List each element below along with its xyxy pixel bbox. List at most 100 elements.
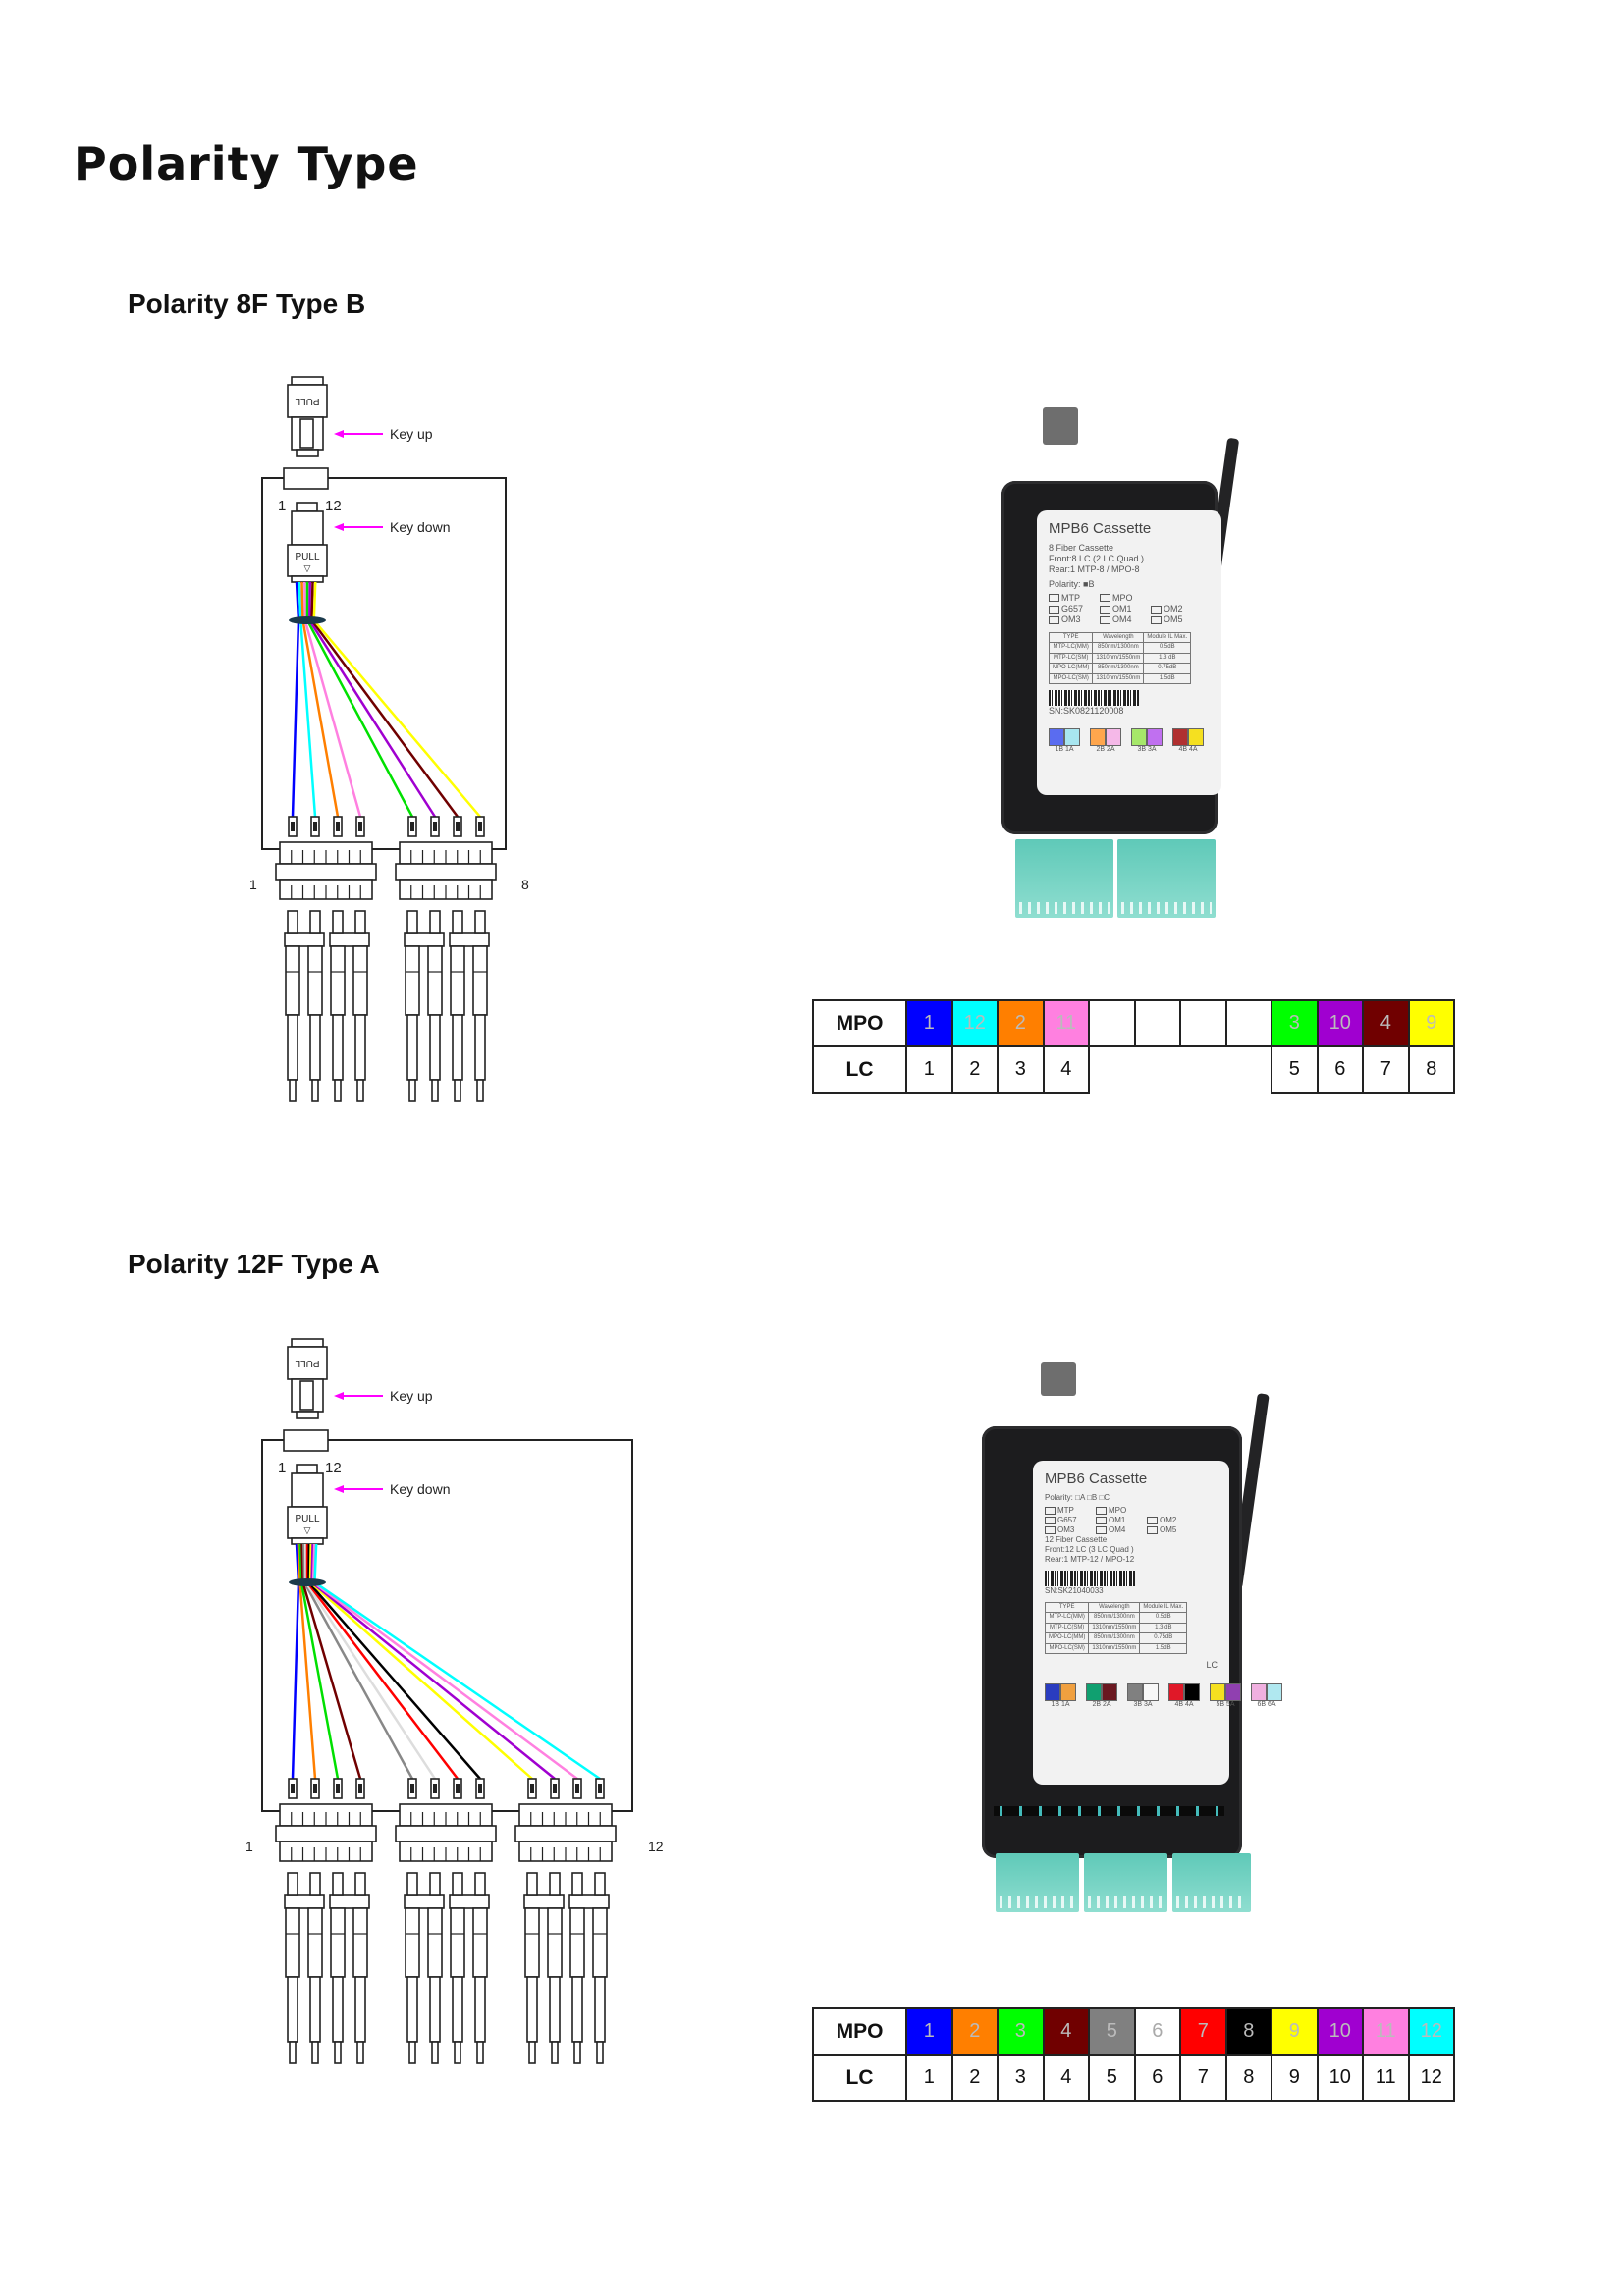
fiber-11 [311, 1543, 578, 1781]
end-label-first: 1 [245, 1839, 253, 1854]
mpo-row-label: MPO [812, 999, 907, 1047]
mpo-connector-body-lower [291, 510, 324, 546]
lc-cell [1135, 1046, 1181, 1093]
fanout-boot-mark [456, 822, 460, 831]
spec-cell: Wavelength [1088, 1601, 1141, 1614]
lc-cell: 6 [1316, 1045, 1364, 1094]
checkbox-OM2: OM2 [1151, 604, 1202, 614]
lc-cell [1180, 1046, 1226, 1093]
fanout-boot-mark [358, 822, 362, 831]
checkbox-G657: G657 [1045, 1516, 1096, 1525]
lc-boot [287, 1976, 298, 2043]
end-label-first: 1 [249, 877, 257, 892]
spec-cell: MPO-LC(MM) [1048, 663, 1094, 674]
lc-connector-body [405, 945, 420, 1016]
lc-port-block [1015, 839, 1113, 918]
fiber-7 [310, 581, 460, 818]
lc-boot [452, 1014, 463, 1081]
port-color-swatch [1049, 728, 1064, 747]
fanout-boot-mark [291, 1784, 295, 1793]
mpo-cell: 12 [1407, 2007, 1455, 2056]
lc-cell: 9 [1271, 2054, 1319, 2102]
mpo-connector-housing-lower [287, 544, 328, 577]
ferrule [296, 502, 318, 512]
mpo-cell: 12 [950, 999, 999, 1047]
page-title: Polarity Type [74, 137, 419, 190]
lc-tail [408, 2041, 416, 2064]
section-heading-8f-type-b: Polarity 8F Type B [128, 289, 366, 319]
checkbox-OM5: OM5 [1151, 614, 1202, 625]
port-swatches [1131, 728, 1163, 747]
fanout-boot-mark [410, 822, 414, 831]
lc-boot [309, 1976, 321, 2043]
port-color-swatch [1267, 1682, 1282, 1701]
lc-connector-body [569, 1907, 585, 1978]
port-pair: 4B 4A [1172, 728, 1204, 755]
lc-tail [356, 1079, 364, 1102]
end-label-last: 8 [521, 877, 529, 892]
spec-cell: 1.3 dB [1139, 1622, 1188, 1634]
mpo-connector-cap [291, 376, 324, 386]
lc-cell: 2 [950, 1045, 999, 1094]
lc-cell: 2 [950, 2054, 999, 2102]
spec-cell: 1310nm/1550nm [1092, 672, 1145, 684]
lc-port-block [1172, 1853, 1251, 1912]
checkbox-OM4: OM4 [1100, 614, 1151, 625]
pull-label-lower: PULL [295, 552, 319, 562]
lc-boot [332, 1976, 344, 2043]
port-color-swatch [1251, 1682, 1267, 1701]
lc-cell [1226, 1046, 1272, 1093]
lc-port-block [996, 1853, 1079, 1912]
port-pair: 5B 5A [1210, 1682, 1241, 1710]
lc-connector-body [307, 1907, 323, 1978]
polarity-label: Polarity: ■B [1049, 578, 1095, 589]
lc-boot [287, 1014, 298, 1081]
port-color-swatch [1210, 1682, 1225, 1701]
lc-cell: 8 [1224, 2054, 1272, 2102]
port-color-swatch [1127, 1682, 1143, 1701]
lc-boot [452, 1976, 463, 2043]
cassette-info-line: Rear:1 MTP-8 / MPO-8 [1049, 564, 1140, 575]
mpo-cell: 9 [1271, 2007, 1319, 2056]
lc-mark: LC [1206, 1660, 1218, 1671]
lc-cell: 12 [1407, 2054, 1455, 2102]
port-labels: 6B 6A [1257, 1700, 1276, 1708]
lc-connector-body [405, 1907, 420, 1978]
adapter-block-flange [395, 863, 497, 881]
key-down-label: Key down [390, 1481, 450, 1497]
breakout-sleeve [289, 1578, 326, 1586]
mpo-connector-housing-lower [287, 1506, 328, 1539]
spec-cell: 0.5dB [1139, 1612, 1188, 1624]
lc-latch [429, 1872, 441, 1896]
spec-cell: MTP-LC(MM) [1044, 1612, 1090, 1624]
cassette-info-line: Rear:1 MTP-12 / MPO-12 [1045, 1554, 1135, 1564]
lc-connector-body [427, 1907, 443, 1978]
down-triangle-icon: ▽ [304, 563, 311, 573]
mpo-connector-cap [291, 1338, 324, 1348]
lc-tail [476, 1079, 484, 1102]
lc-cell: 10 [1316, 2054, 1364, 2102]
spec-cell: MTP-LC(MM) [1048, 642, 1094, 654]
port-pair: 2B 2A [1086, 1682, 1117, 1710]
adapter-port [283, 1429, 329, 1452]
spec-cell: 1310nm/1550nm [1088, 1622, 1141, 1634]
port-labels: 3B 3A [1133, 1700, 1153, 1708]
lc-latch [354, 910, 366, 934]
lc-tail [476, 2041, 484, 2064]
barcode [1045, 1570, 1135, 1586]
lc-boot [474, 1976, 486, 2043]
section-heading-12f-type-a: Polarity 12F Type A [128, 1249, 380, 1279]
lc-connector-body [352, 1907, 368, 1978]
port-color-swatch [1045, 1682, 1060, 1701]
port-swatches [1049, 728, 1080, 747]
spec-cell: MPO-LC(MM) [1044, 1632, 1090, 1644]
checkbox-G657: G657 [1049, 604, 1100, 614]
lc-tail [334, 2041, 342, 2064]
fanout-boot-mark [313, 822, 317, 831]
